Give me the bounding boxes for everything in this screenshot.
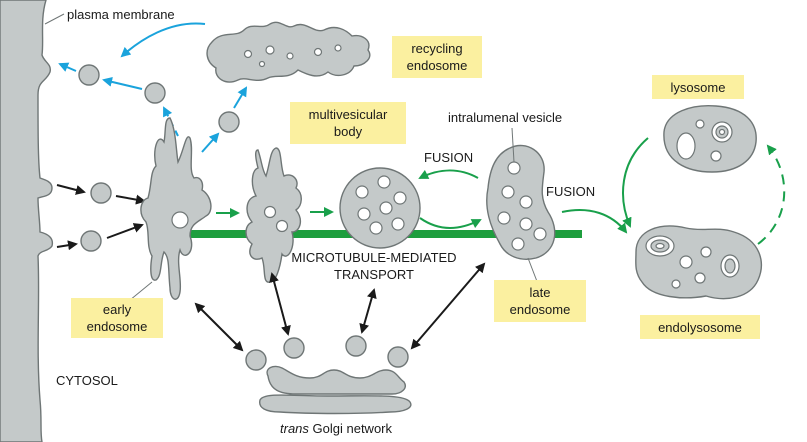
plasma-membrane-leader xyxy=(44,13,65,25)
golgi-label: trans Golgi network xyxy=(280,421,392,436)
black-arrow-in-3 xyxy=(115,194,146,205)
recycling-vesicle xyxy=(218,111,240,133)
plasma-membrane-label: plasma membrane xyxy=(67,7,175,22)
green-arrow-endolysosome-to-lysosome xyxy=(757,144,786,245)
blue-arrow-early-to-vesicle xyxy=(201,132,220,153)
blue-arrow-to-recycling xyxy=(233,86,248,109)
intralumenal-vesicle-label: intralumenal vesicle xyxy=(448,110,562,125)
early-endosome xyxy=(140,117,212,300)
late-endosome xyxy=(486,144,556,260)
early-endosome-box xyxy=(71,298,163,338)
blue-arrow-to-membrane xyxy=(58,62,77,72)
golgi-label-rest: Golgi network xyxy=(309,421,393,436)
arrow-golgi-mvb xyxy=(359,288,377,334)
arrow-golgi-maturing xyxy=(269,272,291,336)
black-arrow-in-2 xyxy=(56,240,78,251)
plasma-membrane xyxy=(0,0,54,442)
lysosome xyxy=(663,105,757,173)
microtubule-label-line1: MICROTUBULE-MEDIATED xyxy=(291,250,456,265)
black-arrow-in-4 xyxy=(106,223,144,239)
recycling-endosome-label-line1: recycling xyxy=(411,41,462,56)
multivesicular-body xyxy=(339,167,421,249)
endocytic-vesicle xyxy=(80,230,102,252)
golgi-vesicle xyxy=(245,349,267,371)
green-arrow-late-to-mvb xyxy=(418,169,479,179)
endolysosome-label: endolysosome xyxy=(658,320,742,335)
intralumenal-vesicle-leader xyxy=(511,127,515,163)
blue-arrow-recycling-to-membrane xyxy=(120,22,206,58)
recycling-vesicle xyxy=(78,64,100,86)
endolysosome-box xyxy=(640,315,760,339)
trans-golgi-network xyxy=(259,365,412,415)
recycling-endosome-label-line2: endosome xyxy=(407,58,468,73)
recycling-endosome xyxy=(206,21,371,83)
fusion-label-left: FUSION xyxy=(424,150,473,165)
multivesicular-body-label-line1: multivesicular xyxy=(309,107,388,122)
blue-arrow-to-vesicle xyxy=(102,76,143,90)
lysosome-box xyxy=(652,75,744,99)
golgi-label-italic: trans xyxy=(280,421,309,436)
late-endosome-leader xyxy=(527,257,539,285)
multivesicular-body-box xyxy=(290,102,406,144)
endocytic-vesicle xyxy=(90,182,112,204)
cytosol-label: CYTOSOL xyxy=(56,373,118,388)
fusion-label-right: FUSION xyxy=(546,184,595,199)
late-endosome-label-line1: late xyxy=(530,285,551,300)
recycling-vesicle xyxy=(144,82,166,104)
late-endosome-label-line2: endosome xyxy=(510,302,571,317)
late-endosome-box xyxy=(494,280,586,322)
golgi-vesicle xyxy=(387,346,409,368)
green-arrow-lysosome-to-endolysosome xyxy=(622,137,649,228)
recycling-endosome-box xyxy=(392,36,482,78)
endolysosome xyxy=(635,225,762,300)
golgi-vesicle xyxy=(283,337,305,359)
arrow-golgi-early xyxy=(194,302,244,352)
green-arrow-mvb-to-late xyxy=(419,217,482,229)
microtubule-label-line2: TRANSPORT xyxy=(334,267,414,282)
golgi-vesicle xyxy=(345,335,367,357)
arrow-golgi-late xyxy=(410,262,486,350)
early-endosome-label-line2: endosome xyxy=(87,319,148,334)
black-arrow-in-1 xyxy=(56,184,86,195)
lysosome-label: lysosome xyxy=(671,80,726,95)
maturing-endosome xyxy=(245,147,302,283)
green-arrow-late-to-endolysosome xyxy=(561,209,628,234)
early-endosome-label-line1: early xyxy=(103,302,132,317)
multivesicular-body-label-line2: body xyxy=(334,124,363,139)
